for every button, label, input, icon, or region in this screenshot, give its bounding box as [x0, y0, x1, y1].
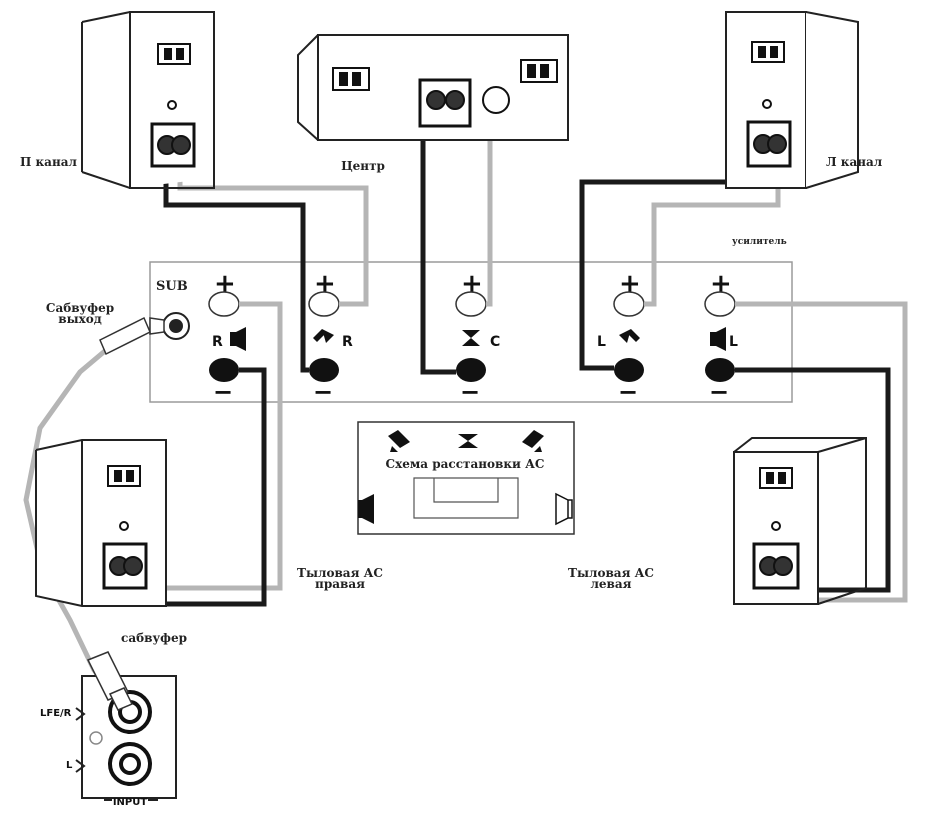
terminal-letter: L	[597, 334, 606, 350]
terminal-positive	[455, 291, 487, 317]
label-rear-right-2: правая	[315, 577, 365, 591]
terminal-letter: C	[490, 334, 500, 350]
minus-sign: −	[618, 378, 638, 406]
terminal-letter: R	[342, 334, 353, 350]
terminal-negative	[456, 358, 486, 382]
terminal-positive	[208, 291, 240, 317]
layout-scheme-box: Схема расстановки АС	[357, 421, 575, 535]
terminal-negative	[209, 358, 239, 382]
speaker-front-left	[725, 11, 859, 189]
scheme-rear-right-icon	[358, 494, 374, 524]
wire-rear-right-positive	[150, 301, 283, 591]
speaker-front-right	[81, 11, 215, 189]
input-screw	[89, 731, 103, 745]
label-amplifier: усилитель	[732, 237, 787, 247]
layout-scheme-title: Схема расстановки АС	[386, 457, 545, 471]
terminal-positive	[308, 291, 340, 317]
speaker-rear-right	[35, 439, 167, 607]
minus-sign: −	[213, 378, 233, 406]
plus-sign: +	[619, 269, 641, 299]
scheme-center-icon	[458, 434, 478, 448]
wire-front-right-negative	[163, 160, 309, 373]
speaker-icon	[230, 327, 246, 351]
label-subwoofer: сабвуфер	[121, 631, 187, 645]
scheme-rear-left-icon	[555, 492, 573, 526]
label-sub-out-2: выход	[58, 312, 102, 326]
terminal-front-left: + L −	[597, 269, 645, 406]
lfe-label: LFE/R	[40, 708, 72, 719]
sub-out-jack	[162, 312, 190, 340]
speaker-center	[297, 34, 569, 141]
speaker-icon	[710, 327, 726, 351]
minus-sign: −	[460, 378, 480, 406]
terminal-negative	[614, 358, 644, 382]
terminal-letter: R	[212, 334, 223, 350]
speaker-icon	[462, 330, 480, 346]
minus-sign: −	[709, 378, 729, 406]
terminal-positive	[704, 291, 736, 317]
terminal-positive	[613, 291, 645, 317]
plus-sign: +	[710, 269, 732, 299]
sub-input-plug	[86, 651, 134, 711]
label-rear-left-1: Тыловая АС	[568, 566, 654, 580]
input-label: INPUT	[113, 797, 148, 808]
label-right-channel: П канал	[20, 155, 78, 169]
terminal-letter: L	[729, 334, 738, 350]
speaker-icon	[619, 329, 640, 343]
label-left-channel: Л канал	[826, 155, 883, 169]
sub-cable-plug	[99, 316, 165, 356]
scheme-front-left-icon	[522, 430, 544, 452]
plus-sign: +	[214, 269, 236, 299]
plus-sign: +	[461, 269, 483, 299]
speaker-rear-left	[733, 437, 867, 605]
scheme-room-outline	[413, 477, 519, 519]
sub-panel-label: SUB	[156, 279, 188, 294]
minus-sign: −	[313, 378, 333, 406]
terminal-negative	[705, 358, 735, 382]
terminal-negative	[309, 358, 339, 382]
label-center: Центр	[341, 159, 385, 173]
terminal-rear-left: + L −	[704, 269, 738, 406]
wire-front-left-positive	[644, 160, 781, 307]
l-label: L	[66, 760, 73, 771]
label-sub-out-1: Сабвуфер	[46, 301, 114, 315]
plus-sign: +	[314, 269, 336, 299]
terminal-front-right: + R −	[308, 269, 353, 406]
label-rear-left-2: левая	[590, 577, 631, 591]
label-rear-right-1: Тыловая АС	[297, 566, 383, 580]
speaker-icon	[313, 329, 334, 343]
scheme-front-right-icon	[388, 430, 410, 452]
